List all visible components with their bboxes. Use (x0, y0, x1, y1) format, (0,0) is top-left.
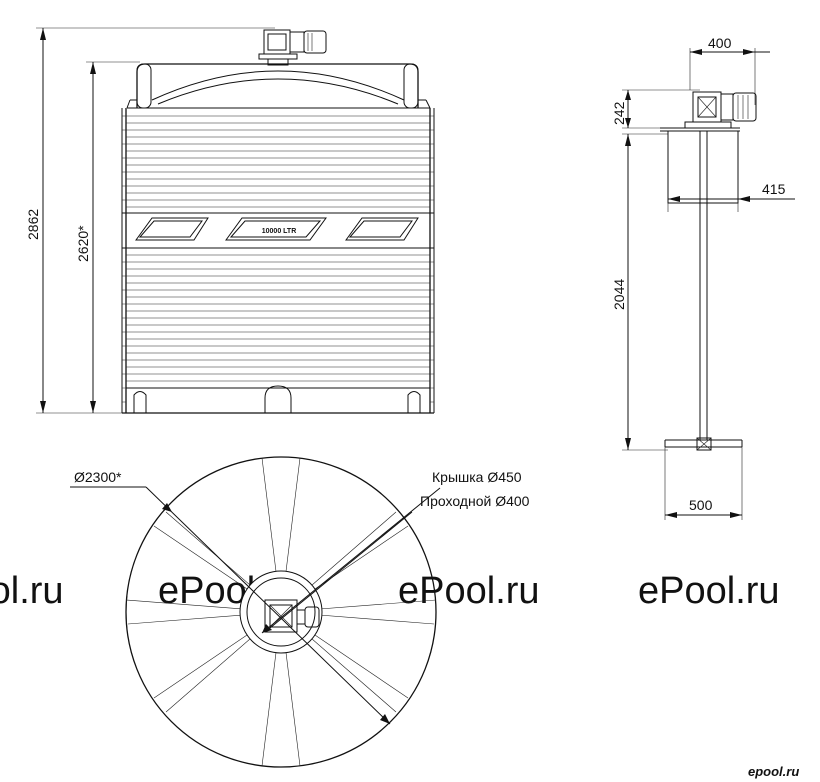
motor-side (660, 91, 757, 132)
passage-label: Проходной Ø400 (420, 493, 530, 509)
watermark-text: ePool.ru (638, 570, 780, 612)
top-view: Ø2300* Крышка Ø450 Проходной Ø400 (70, 456, 530, 768)
dim-diameter-label: Ø2300* (74, 469, 122, 485)
dim-flange-label: 415 (762, 181, 786, 197)
dim-diameter: Ø2300* (70, 469, 391, 725)
tank-volume-label: 10000 LTR (262, 228, 297, 235)
motor-top (258, 29, 327, 66)
dim-total-height: 2862 (25, 27, 275, 414)
site-logo: epool.ru (748, 764, 799, 779)
side-view: 400 242 2044 (611, 35, 795, 520)
watermark-text: ePool.ru (0, 570, 64, 612)
mixer-shaft (664, 131, 743, 451)
dim-shaft: 2044 (611, 133, 668, 451)
dim-impeller-label: 500 (689, 497, 713, 513)
dim-impeller: 500 (664, 447, 743, 520)
dim-motor-height-label: 242 (611, 101, 627, 125)
lid-leaders: Крышка Ø450 Проходной Ø400 (261, 469, 530, 634)
dim-motor-width-label: 400 (708, 35, 732, 51)
dim-total-height-label: 2862 (25, 209, 41, 240)
dim-tank-height: 2620* (75, 61, 140, 413)
dim-tank-height-label: 2620* (75, 225, 91, 262)
watermark-text: ePool.ru (398, 570, 540, 612)
dim-motor-height: 242 (611, 89, 700, 129)
dim-motor-width: 400 (689, 35, 770, 105)
lid-label: Крышка Ø450 (432, 469, 522, 485)
tank-top (126, 63, 431, 109)
dim-shaft-label: 2044 (611, 279, 627, 310)
dim-flange: 415 (667, 130, 795, 212)
watermark-row: ePool.ru ePool.ru ePool.ru ePool.ru (0, 570, 780, 612)
tank-body: 10000 LTR (121, 108, 435, 414)
front-view: 2862 2620* (25, 27, 435, 414)
